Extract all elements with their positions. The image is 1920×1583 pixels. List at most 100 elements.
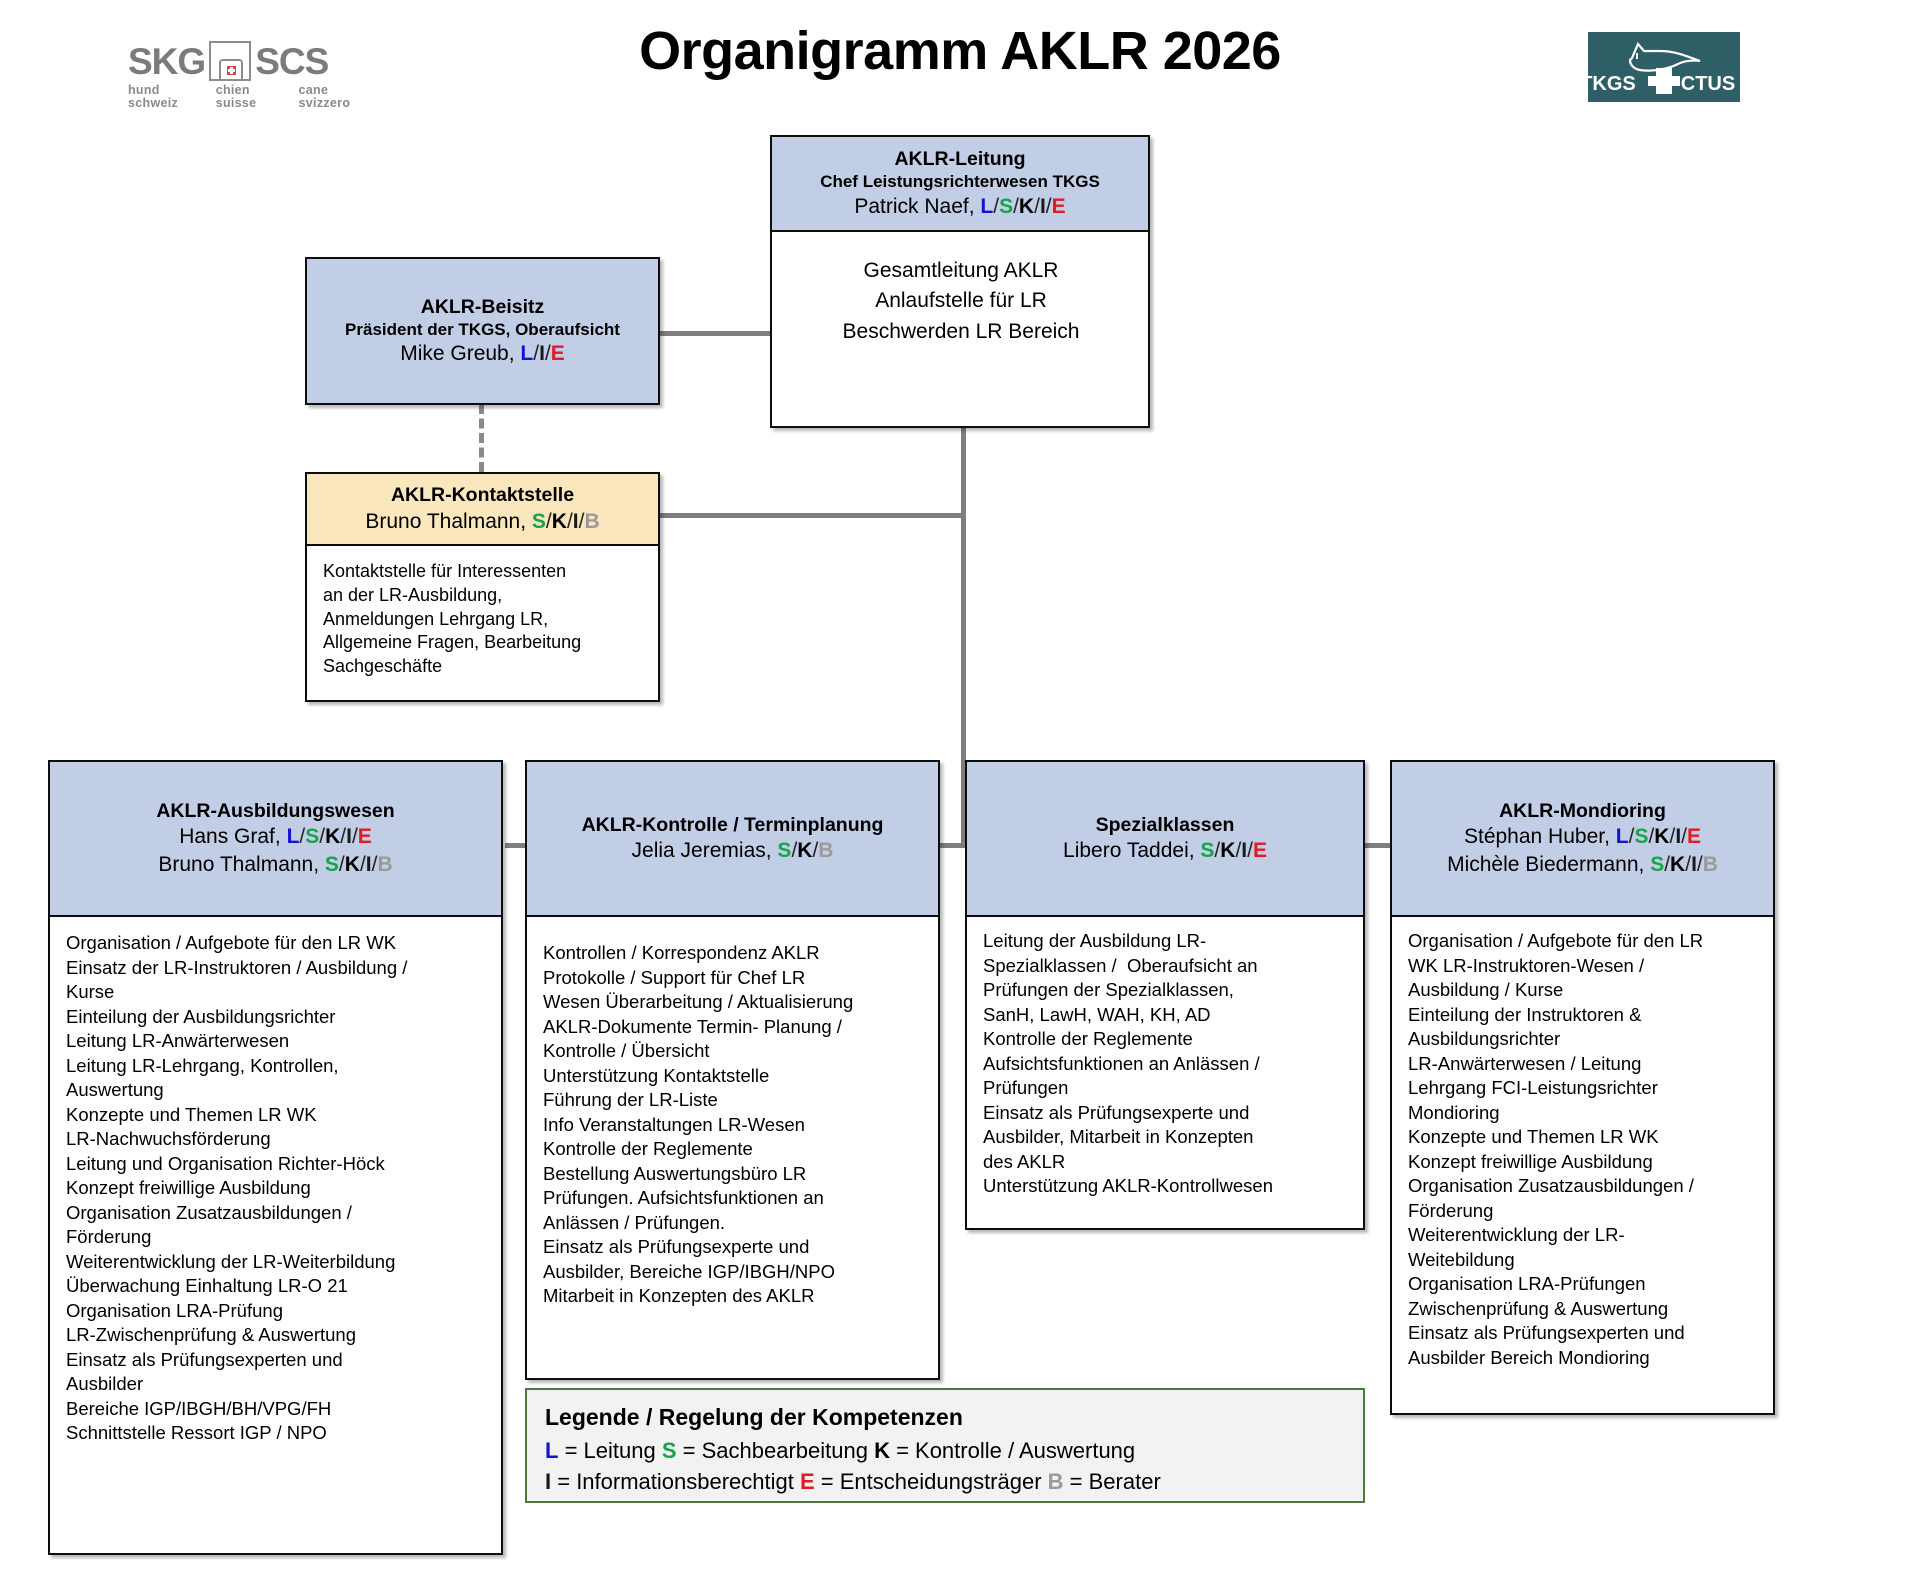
node-spezialklassen[interactable]: Spezialklassen Libero Taddei, S/K/I/E Le… <box>965 760 1365 1230</box>
tkgs-ctus-logo: TKGS CTUS <box>1588 32 1740 102</box>
competence-code-K: K <box>1654 825 1670 849</box>
competence-code-S: S <box>1200 839 1215 863</box>
node-aklr-mondioring-person-2: Michèle Biedermann, S/K/I/B <box>1447 852 1718 876</box>
connector-beisitz-kontaktstelle-dashed <box>479 404 484 472</box>
competence-code-L: L <box>520 342 534 366</box>
node-aklr-leitung-tasks: Gesamtleitung AKLR Anlaufstelle für LR B… <box>842 259 1080 343</box>
competence-code-K: K <box>551 509 567 533</box>
competence-code-B: B <box>377 852 393 876</box>
competence-code-E: E <box>1687 825 1702 849</box>
competence-code-I: I <box>346 825 352 849</box>
skg-scs-logo: SKG SCS hund schweiz chien suisse cane s… <box>128 40 358 109</box>
node-aklr-mondioring-person-1: Stéphan Huber, L/S/K/I/E <box>1463 825 1702 849</box>
node-aklr-beisitz[interactable]: AKLR-Beisitz Präsident der TKGS, Oberauf… <box>305 257 660 405</box>
competence-code-I: I <box>1039 194 1046 218</box>
node-aklr-ausbildungswesen-tasks: Organisation / Aufgebote für den LR WK E… <box>66 932 408 1443</box>
competence-code-I: I <box>1691 852 1697 876</box>
competence-code-S: S <box>1634 825 1649 849</box>
node-aklr-leitung-person: Patrick Naef, L/S/K/I/E <box>854 194 1066 218</box>
skg-wordmark-left: SKG <box>128 40 206 82</box>
node-aklr-ausbildungswesen-person-1: Hans Graf, L/S/K/I/E <box>179 825 372 849</box>
legend-code-L: L <box>545 1437 559 1463</box>
node-aklr-ausbildungswesen-title: AKLR-Ausbildungswesen <box>156 800 395 823</box>
legend-code-S: S <box>661 1437 677 1463</box>
competence-code-E: E <box>550 342 565 366</box>
node-aklr-kontaktstelle[interactable]: AKLR-Kontaktstelle Bruno Thalmann, S/K/I… <box>305 472 660 702</box>
legend-code-I: I <box>545 1469 552 1495</box>
competence-code-I: I <box>365 852 372 876</box>
connector-beisitz-leitung <box>660 331 770 336</box>
legend-text-K: = Kontrolle / Auswertung <box>889 1437 1136 1463</box>
node-aklr-kontrolle-person-1: Jelia Jeremias, S/K/B <box>631 839 834 863</box>
legend-title: Legende / Regelung der Kompetenzen <box>545 1404 963 1430</box>
node-spezialklassen-title: Spezialklassen <box>1095 813 1235 836</box>
competence-code-K: K <box>797 839 813 863</box>
page-title: Organigramm AKLR 2026 <box>639 21 1281 81</box>
skg-house-icon <box>209 41 252 81</box>
node-spezialklassen-header: Spezialklassen Libero Taddei, S/K/I/E <box>967 762 1363 917</box>
competence-code-S: S <box>1650 852 1665 876</box>
competence-code-K: K <box>344 852 360 876</box>
node-aklr-kontrolle-title: AKLR-Kontrolle / Terminplanung <box>581 813 884 836</box>
node-aklr-leitung-title: AKLR-Leitung <box>894 148 1026 171</box>
node-aklr-beisitz-title: AKLR-Beisitz <box>420 295 545 318</box>
node-aklr-kontaktstelle-person: Bruno Thalmann, S/K/I/B <box>365 509 600 533</box>
node-aklr-leitung[interactable]: AKLR-Leitung Chef Leistungsrichterwesen … <box>770 135 1150 428</box>
legend-text-I: = Informationsberechtigt <box>551 1469 800 1495</box>
competence-code-I: I <box>1675 825 1682 849</box>
node-aklr-beisitz-subtitle: Präsident der TKGS, Oberaufsicht <box>345 319 620 339</box>
node-aklr-mondioring-title: AKLR-Mondioring <box>1499 800 1666 823</box>
legend-code-E: E <box>799 1469 815 1495</box>
tkgs-dog-icon: TKGS CTUS <box>1588 41 1735 95</box>
node-aklr-kontaktstelle-tasks: Kontaktstelle für Interessenten an der L… <box>323 561 582 676</box>
svg-text:TKGS: TKGS <box>1588 73 1636 95</box>
node-aklr-kontrolle-header: AKLR-Kontrolle / Terminplanung Jelia Jer… <box>527 762 938 917</box>
skg-sub-de: hund schweiz <box>128 83 179 110</box>
node-aklr-kontaktstelle-header: AKLR-Kontaktstelle Bruno Thalmann, S/K/I… <box>307 474 658 546</box>
node-aklr-ausbildungswesen-header: AKLR-Ausbildungswesen Hans Graf, L/S/K/I… <box>50 762 501 917</box>
skg-wordmark-right: SCS <box>255 40 329 82</box>
legend-line-1: L = Leitung S = Sachbearbeitung K = Kont… <box>545 1435 1347 1467</box>
node-aklr-ausbildungswesen[interactable]: AKLR-Ausbildungswesen Hans Graf, L/S/K/I… <box>48 760 503 1555</box>
competence-code-L: L <box>1615 825 1629 849</box>
node-aklr-kontrolle[interactable]: AKLR-Kontrolle / Terminplanung Jelia Jer… <box>525 760 940 1380</box>
legend-code-B: B <box>1047 1469 1064 1495</box>
node-aklr-mondioring[interactable]: AKLR-Mondioring Stéphan Huber, L/S/K/I/E… <box>1390 760 1775 1415</box>
node-aklr-kontaktstelle-title: AKLR-Kontaktstelle <box>390 484 575 507</box>
legend-text-E: = Entscheidungsträger <box>814 1469 1048 1495</box>
competence-code-B: B <box>584 509 600 533</box>
competence-code-S: S <box>999 194 1014 218</box>
competence-code-K: K <box>325 825 341 849</box>
competence-code-S: S <box>305 825 320 849</box>
competence-code-I: I <box>539 342 545 366</box>
node-aklr-mondioring-tasks: Organisation / Aufgebote für den LR WK L… <box>1408 930 1704 1368</box>
node-spezialklassen-person-1: Libero Taddei, S/K/I/E <box>1063 839 1267 863</box>
node-aklr-ausbildungswesen-person-2: Bruno Thalmann, S/K/I/B <box>158 852 393 876</box>
competence-code-I: I <box>1241 839 1248 863</box>
competence-code-E: E <box>357 825 372 849</box>
legend-line-2: I = Informationsberechtigt E = Entscheid… <box>545 1466 1347 1498</box>
node-aklr-beisitz-header: AKLR-Beisitz Präsident der TKGS, Oberauf… <box>307 259 658 403</box>
node-aklr-kontrolle-tasks: Kontrollen / Korrespondenz AKLR Protokol… <box>543 942 854 1306</box>
competence-code-S: S <box>777 839 792 863</box>
legend-text-L: = Leitung <box>558 1437 662 1463</box>
legend-code-K: K <box>874 1437 890 1463</box>
competence-code-K: K <box>1018 194 1035 218</box>
competence-code-B: B <box>1702 852 1718 876</box>
legend-text-S: = Sachbearbeitung <box>676 1437 875 1463</box>
competence-code-I: I <box>572 509 579 533</box>
competence-code-L: L <box>286 825 300 849</box>
legend-box: Legende / Regelung der Kompetenzen L = L… <box>525 1388 1365 1503</box>
skg-sub-fr: chien suisse <box>215 83 257 110</box>
competence-code-E: E <box>1252 839 1267 863</box>
svg-text:CTUS: CTUS <box>1681 73 1735 95</box>
skg-sub-it: cane svizzero <box>298 83 351 110</box>
node-aklr-leitung-header: AKLR-Leitung Chef Leistungsrichterwesen … <box>772 137 1148 232</box>
competence-code-S: S <box>324 852 339 876</box>
connector-leitung-vertical <box>961 425 966 845</box>
legend-text-B: = Berater <box>1063 1469 1161 1495</box>
connector-kontaktstelle-trunk <box>660 513 963 518</box>
node-aklr-leitung-subtitle: Chef Leistungsrichterwesen TKGS <box>820 172 1100 192</box>
node-aklr-beisitz-person: Mike Greub, L/I/E <box>400 342 565 366</box>
competence-code-L: L <box>980 194 994 218</box>
